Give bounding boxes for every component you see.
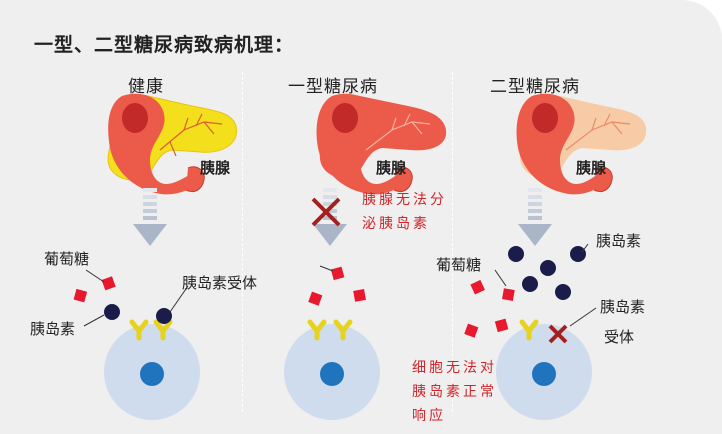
cell-type1 <box>284 324 380 420</box>
cross-icon <box>311 197 341 227</box>
label-receptor-type2-line1: 胰岛素 <box>600 298 646 316</box>
pancreas-type1 <box>316 93 447 195</box>
note-type1-pancreas: 胰腺无法分 泌胰岛素 <box>362 192 447 232</box>
pancreas-type2 <box>516 93 647 195</box>
organ-label-type1: 胰腺 <box>376 159 407 177</box>
column-title-healthy: 健康 <box>128 77 164 97</box>
note-type2-cell: 细胞无法对 胰岛素正常 响应 <box>412 360 497 424</box>
leader-lines <box>83 243 597 327</box>
column-title-type1: 一型糖尿病 <box>288 77 378 97</box>
column-divider <box>452 72 453 412</box>
blocked-receptor-icon <box>548 324 568 344</box>
arrow-healthy <box>133 188 167 246</box>
column-divider <box>242 72 243 412</box>
pancreas-duct <box>159 113 223 157</box>
label-insulin-receptor: 胰岛素受体 <box>182 274 258 292</box>
label-receptor-type2-line2: 受体 <box>604 328 635 346</box>
label-insulin: 胰岛素 <box>30 320 76 338</box>
label-glucose: 葡萄糖 <box>44 250 90 268</box>
organ-label-healthy: 胰腺 <box>200 159 231 177</box>
cell-type2 <box>496 324 592 420</box>
pancreas-healthy <box>107 93 238 195</box>
organ-label-type2: 胰腺 <box>576 159 607 177</box>
cell-healthy <box>104 324 200 420</box>
label-insulin-type2: 胰岛素 <box>596 232 642 250</box>
glucose-type1 <box>308 266 366 306</box>
glucose-type2 <box>464 279 515 338</box>
column-title-type2: 二型糖尿病 <box>490 77 580 97</box>
receptors-healthy <box>129 319 173 341</box>
glucose-healthy <box>73 276 116 303</box>
label-glucose-type2: 葡萄糖 <box>436 256 482 274</box>
diagram-title: 一型、二型糖尿病致病机理： <box>34 34 295 56</box>
pancreas-duct <box>565 113 631 151</box>
pancreas-duct <box>365 113 431 151</box>
receptors-type1 <box>307 319 353 341</box>
insulin-healthy <box>104 304 172 324</box>
arrow-type2 <box>518 188 552 246</box>
receptors-type2 <box>519 319 539 341</box>
insulin-type2 <box>508 246 586 300</box>
